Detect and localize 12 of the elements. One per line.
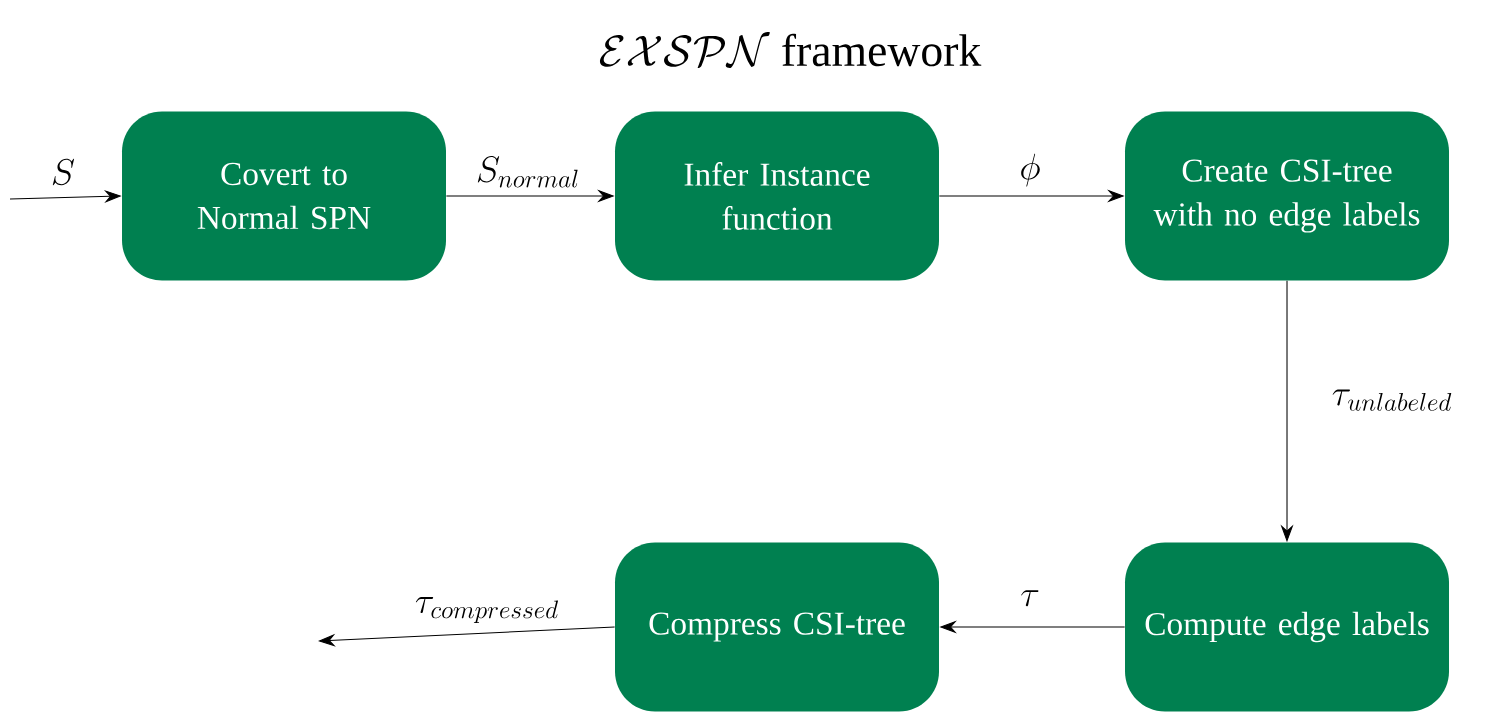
edge-label: $\tau$ <box>1021 590 1039 607</box>
title: $\mathcal{EXSPN}\text{ framework}$ <box>599 32 982 69</box>
process-box: Compress CSI-tree <box>615 542 939 712</box>
process-box: Compute edge labels <box>1125 542 1449 712</box>
process-box: Create CSI-tree with no edge labels <box>1125 111 1449 281</box>
edge-label: $\tau_{unlabeled}$ <box>1332 389 1452 411</box>
edge-label: $S$ <box>52 158 75 186</box>
edge-label: $\tau_{compressed}$ <box>415 596 558 623</box>
process-box: Infer Instance function <box>615 111 939 281</box>
edge-label: $S_{normal}$ <box>477 156 578 188</box>
edge-label: $\phi$ <box>1021 153 1040 187</box>
process-box: Covert to Normal SPN <box>122 111 446 281</box>
